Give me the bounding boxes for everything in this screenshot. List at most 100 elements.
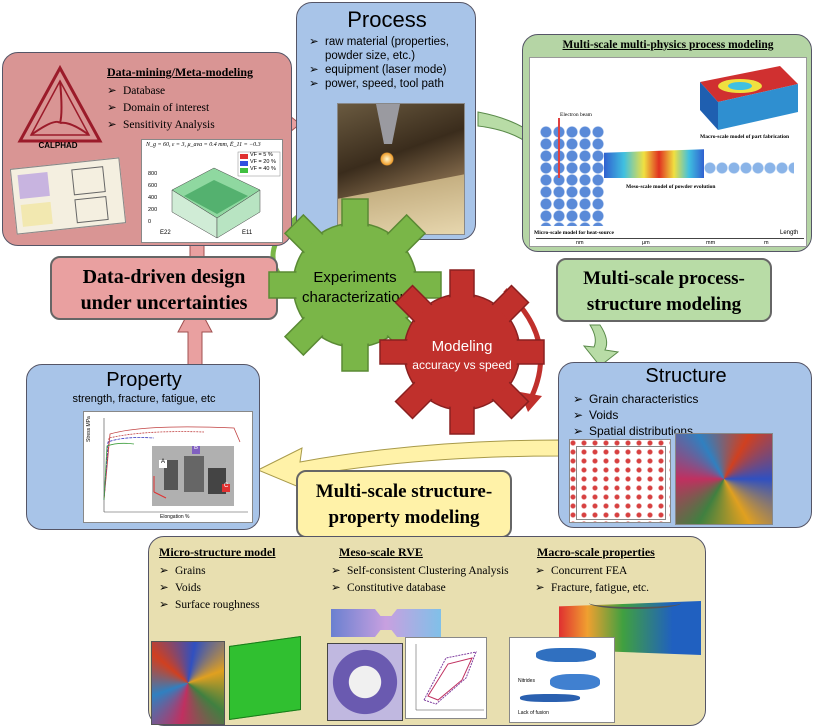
chart-y-label: Stress MPa xyxy=(86,416,92,442)
meso-field xyxy=(604,149,704,178)
list-item: Voids xyxy=(159,580,260,597)
calphad-label: CALPHAD xyxy=(38,141,78,150)
process-list: raw material (properties, powder size, e… xyxy=(309,35,469,91)
list-item: Spatial distributions xyxy=(573,423,698,439)
micro-title: Micro-structure model xyxy=(159,545,276,559)
plot-yticks: 800 600 400 200 0 xyxy=(148,168,157,228)
process-structure-line2: structure modeling xyxy=(586,294,742,315)
process-structure-box: Multi-scale process- structure modeling xyxy=(556,258,772,322)
stress-strain-chart: A B C Stress MPa Elongation % xyxy=(83,411,253,523)
green-gear-line1: Experiments xyxy=(313,269,397,286)
response-surface-plot: N_g = 60, ε = 3, μ_ava = 0.4 mm, Ē_11 = … xyxy=(141,139,283,243)
plot-formula: N_g = 60, ε = 3, μ_ava = 0.4 mm, Ē_11 = … xyxy=(146,142,261,148)
micro-surface-image xyxy=(229,635,301,721)
tick-label: 800 xyxy=(148,171,158,177)
hysteresis-plot xyxy=(405,637,487,719)
list-item: Concurrent FEA xyxy=(535,563,649,580)
void-distribution-image xyxy=(569,439,671,523)
property-panel: Property strength, fracture, fatigue, et… xyxy=(26,364,260,530)
green-gear-line2: characterization xyxy=(302,289,408,306)
list-item: power, speed, tool path xyxy=(309,77,469,91)
micro-particles xyxy=(540,126,604,226)
list-item: Fracture, fatigue, etc. xyxy=(535,580,649,597)
red-gear-line2: accuracy vs speed xyxy=(412,358,512,372)
grain-structure-image xyxy=(675,433,773,525)
tick-label: 200 xyxy=(148,207,158,213)
data-mining-panel: CALPHAD Data-mining/Meta-modeling Databa… xyxy=(2,52,292,246)
structure-property-line1: Multi-scale structure- xyxy=(315,481,493,502)
green-gear xyxy=(268,198,442,372)
electron-beam xyxy=(558,118,560,178)
meso-list: Self-consistent Clustering Analysis Cons… xyxy=(331,563,509,597)
x-axis-label-left: E22 xyxy=(160,230,171,236)
macro-title: Macro-scale properties xyxy=(537,545,655,559)
list-item: Self-consistent Clustering Analysis xyxy=(331,563,509,580)
axis-label: Length xyxy=(780,230,799,236)
macro-label: Macro-scale model of part fabrication xyxy=(700,134,790,140)
axis-tick: m xyxy=(764,240,769,246)
list-item: raw material (properties, powder size, e… xyxy=(309,35,469,63)
meso-specimen xyxy=(331,609,441,637)
powder-bed xyxy=(704,158,794,180)
arrow-to-property xyxy=(256,439,561,491)
macro-deflection xyxy=(589,597,681,609)
arrow-to-structure xyxy=(582,324,620,367)
property-title: Property xyxy=(106,369,182,391)
data-mining-title: Data-mining/Meta-modeling xyxy=(107,65,253,79)
multiscale-simulation-image: Macro-scale model of part fabrication Me… xyxy=(529,57,807,247)
axis-tick: nm xyxy=(576,240,584,246)
legend-item: VF = 20 % xyxy=(250,159,276,165)
list-item: Sensitivity Analysis xyxy=(107,117,215,134)
phase-diagram-images xyxy=(9,157,127,235)
red-gear-line1: Modeling xyxy=(431,338,493,355)
green-gear-label: Experiments characterization xyxy=(282,268,428,308)
bottom-panel: Micro-structure model Grains Voids Surfa… xyxy=(148,536,706,726)
calphad-logo xyxy=(17,64,103,143)
property-subtitle: strength, fracture, fatigue, etc xyxy=(72,393,216,405)
tick-label: 400 xyxy=(148,195,158,201)
process-structure-line1: Multi-scale process- xyxy=(583,268,745,289)
axis-tick: mm xyxy=(706,240,716,246)
list-item: Database xyxy=(107,83,215,100)
multiscale-process-panel: Multi-scale multi-physics process modeli… xyxy=(522,34,812,252)
list-item: Grain characteristics xyxy=(573,391,698,407)
length-axis xyxy=(536,238,804,239)
chart-x-label: Elongation % xyxy=(160,514,190,520)
multiscale-process-title: Multi-scale multi-physics process modeli… xyxy=(562,39,774,51)
list-item: Constitutive database xyxy=(331,580,509,597)
process-title: Process xyxy=(347,7,427,32)
meso-label: Meso-scale model of powder evolution xyxy=(626,184,716,190)
axis-tick: μm xyxy=(642,240,650,246)
x-axis-label-right: E11 xyxy=(242,230,253,236)
tick-label: 600 xyxy=(148,183,158,189)
structure-property-box: Multi-scale structure- property modeling xyxy=(296,470,512,538)
structure-panel: Structure Grain characteristics Voids Sp… xyxy=(558,362,812,528)
micro-list: Grains Voids Surface roughness xyxy=(159,563,260,614)
specimen-label: C xyxy=(224,483,229,489)
list-item: Domain of interest xyxy=(107,100,215,117)
micro-label: Micro-scale model for heat-source xyxy=(534,230,614,236)
void-label: Lack of fusion xyxy=(518,710,549,716)
process-panel: Process raw material (properties, powder… xyxy=(296,2,476,240)
red-gear-label: Modeling accuracy vs speed xyxy=(392,338,532,374)
data-driven-line1: Data-driven design xyxy=(82,266,246,288)
data-driven-line2: under uncertainties xyxy=(80,292,248,314)
micro-grains-image xyxy=(151,641,225,725)
list-item: Surface roughness xyxy=(159,597,260,614)
void-types-image: Nitrides Lack of fusion xyxy=(509,637,615,723)
legend-item: VF = 40 % xyxy=(250,166,276,172)
structure-title: Structure xyxy=(645,365,727,387)
red-gear-curve-head xyxy=(520,392,542,412)
tick-label: 0 xyxy=(148,219,152,225)
red-gear xyxy=(379,269,545,435)
structure-property-line2: property modeling xyxy=(328,507,480,528)
list-item: Grains xyxy=(159,563,260,580)
specimen-label: A xyxy=(161,459,166,465)
plot-legend: VF = 5 % VF = 20 % VF = 40 % xyxy=(250,152,276,173)
legend-item: VF = 5 % xyxy=(250,152,273,158)
data-driven-design-box: Data-driven design under uncertainties xyxy=(50,256,278,320)
beam-label: Electron beam xyxy=(560,112,592,118)
data-mining-list: Database Domain of interest Sensitivity … xyxy=(107,83,215,134)
void-label: Nitrides xyxy=(518,678,535,684)
specimen-label: B xyxy=(194,445,199,451)
